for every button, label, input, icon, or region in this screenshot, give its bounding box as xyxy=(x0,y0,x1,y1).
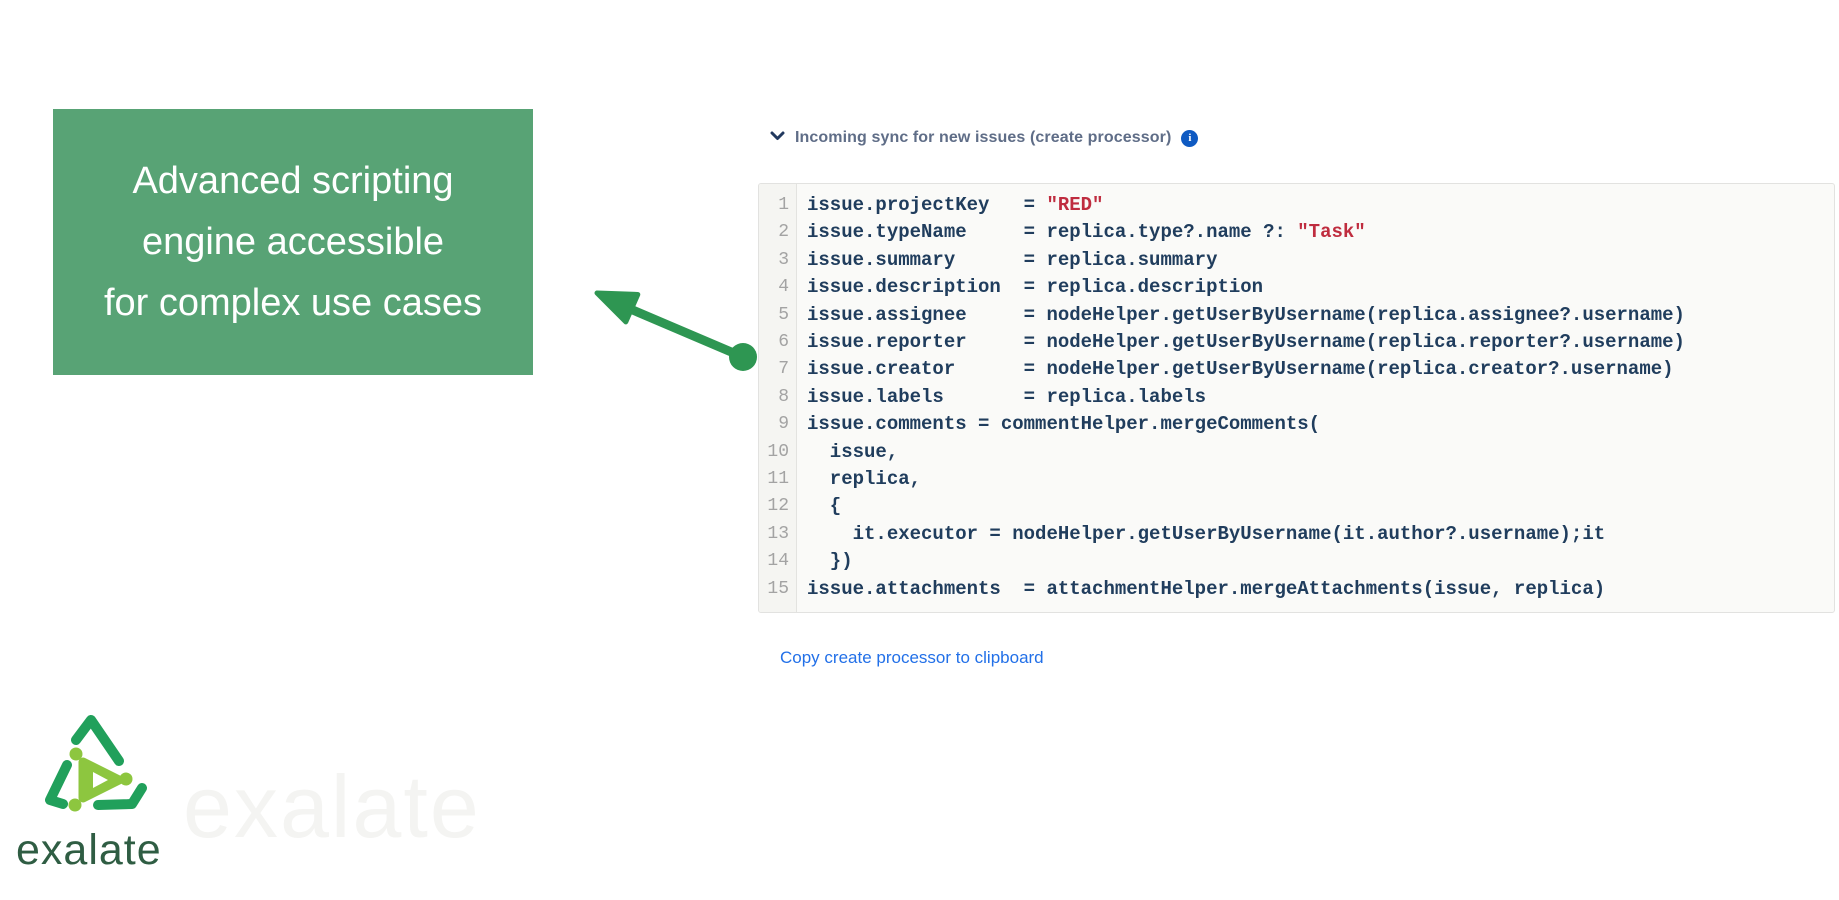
line-code: issue.reporter = nodeHelper.getUserByUse… xyxy=(807,331,1685,354)
info-icon[interactable] xyxy=(1181,129,1199,147)
code-line: 15 issue.attachments = attachmentHelper.m… xyxy=(759,576,1834,603)
line-code: issue.description = replica.description xyxy=(807,276,1264,299)
callout-line: engine accessible xyxy=(141,220,445,263)
line-code: it.executor = nodeHelper.getUserByUserna… xyxy=(807,522,1606,545)
code-line: 1 issue.projectKey = "RED" xyxy=(759,192,1834,219)
callout-text: Advanced scripting engine accessible for c… xyxy=(53,151,533,334)
script-editor[interactable]: 1 issue.projectKey = "RED" 2 issue.typeName… xyxy=(758,183,1835,613)
code-line: 6 issue.reporter = nodeHelper.getUserByUs… xyxy=(759,329,1834,356)
line-number: 10 xyxy=(767,441,789,462)
callout-line: Advanced scripting xyxy=(132,159,454,202)
line-code: issue.attachments = attachmentHelper.mer… xyxy=(807,577,1606,600)
line-number: 11 xyxy=(767,469,789,490)
line-number: 8 xyxy=(778,386,789,407)
exalate-logo-icon xyxy=(45,715,147,812)
callout-box: Advanced scripting engine accessible for c… xyxy=(53,109,533,375)
line-number: 5 xyxy=(778,304,789,325)
line-number: 13 xyxy=(767,523,789,544)
line-number: 14 xyxy=(767,551,789,572)
code-line: 7 issue.creator = nodeHelper.getUserByUse… xyxy=(759,356,1834,383)
line-code: issue.labels = replica.labels xyxy=(807,385,1207,408)
line-code: issue.projectKey = "RED" xyxy=(807,194,1104,216)
line-code: issue.assignee = nodeHelper.getUserByUse… xyxy=(807,303,1685,326)
code-line: 9 issue.comments = commentHelper.mergeCom… xyxy=(759,411,1834,438)
line-code: { xyxy=(807,495,842,518)
arrow-head xyxy=(594,290,641,325)
code-line: 14 }) xyxy=(759,548,1834,575)
line-number: 3 xyxy=(778,249,789,270)
code-line: 13 it.executor = nodeHelper.getUserByUse… xyxy=(759,521,1834,548)
annotation-arrow xyxy=(594,290,757,371)
line-number: 12 xyxy=(767,496,789,517)
code-line: 10 issue, xyxy=(759,439,1834,466)
line-number: 2 xyxy=(778,222,789,243)
line-number: 6 xyxy=(778,332,789,353)
exalate-wordmark: exalate xyxy=(16,826,162,874)
code-line: 8 issue.labels = replica.labels xyxy=(759,384,1834,411)
code-line: 3 issue.summary = replica.summary xyxy=(759,247,1834,274)
code-line: 12 { xyxy=(759,493,1834,520)
line-code: issue, xyxy=(807,440,899,463)
code-line: 4 issue.description = replica.description xyxy=(759,274,1834,301)
line-code: issue.comments = commentHelper.mergeComm… xyxy=(807,413,1321,436)
copy-create-processor-link[interactable]: Copy create processor to clipboard xyxy=(780,648,1044,667)
section-title: Incoming sync for new issues (create pro… xyxy=(795,129,1172,146)
script-section-header: Incoming sync for new issues (create pro… xyxy=(770,129,1199,147)
line-number: 4 xyxy=(778,277,789,298)
code-line: 11 replica, xyxy=(759,466,1834,493)
line-code: issue.creator = nodeHelper.getUserByUser… xyxy=(807,358,1674,381)
callout-line: for complex use cases xyxy=(103,281,483,324)
code-line: 2 issue.typeName = replica.type?.name ?: … xyxy=(759,219,1834,246)
line-number: 1 xyxy=(778,195,789,215)
code-line: 5 issue.assignee = nodeHelper.getUserByUs… xyxy=(759,302,1834,329)
line-number: 15 xyxy=(767,578,789,599)
arrow-origin-dot xyxy=(729,343,757,371)
line-code: issue.summary = replica.summary xyxy=(807,248,1218,271)
exalate-watermark: exalate xyxy=(183,757,481,856)
line-code: replica, xyxy=(807,468,922,491)
line-number: 9 xyxy=(778,414,789,435)
chevron-down-icon[interactable] xyxy=(770,131,785,141)
line-code: }) xyxy=(807,550,853,573)
line-number: 7 xyxy=(778,359,789,380)
line-code: issue.typeName = replica.type?.name ?: "… xyxy=(807,221,1366,244)
